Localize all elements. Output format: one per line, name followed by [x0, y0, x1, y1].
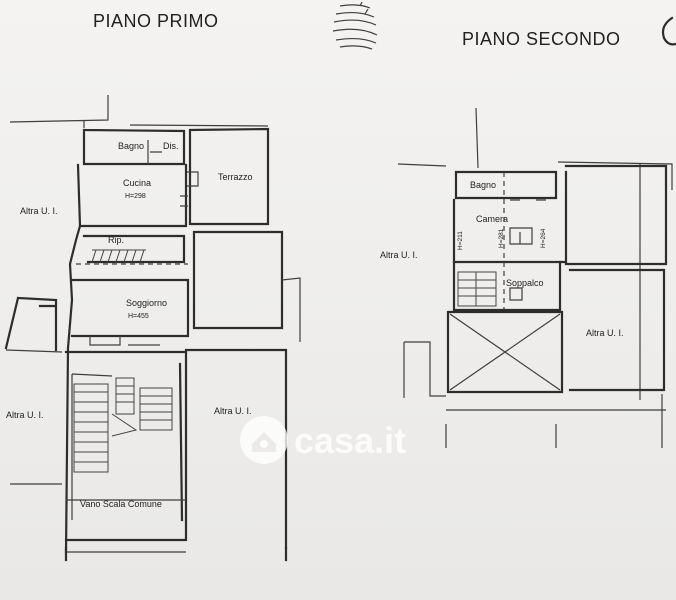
neighbor-label-second-left: Altra U. I. [380, 250, 418, 260]
room-label-cucina: Cucina [123, 178, 151, 188]
first-floor-title: PIANO PRIMO [93, 11, 219, 31]
room-label-bagno-first: Bagno [118, 141, 144, 151]
room-height-h281: H=281 [498, 228, 505, 248]
room-label-vano-scala: Vano Scala Comune [80, 499, 162, 509]
house-logo-icon [240, 416, 288, 464]
common-stair-flights [73, 377, 173, 473]
room-label-soggiorno: Soggiorno [126, 298, 167, 308]
room-label-bagno-second: Bagno [470, 180, 496, 190]
neighbor-label-first-left-top: Altra U. I. [20, 206, 58, 216]
room-label-soppalco: Soppalco [506, 278, 544, 288]
room-label-camera: Camera [476, 214, 508, 224]
room-height-cucina: H=298 [125, 193, 146, 200]
room-label-rip: Rip. [108, 235, 124, 245]
neighbor-label-second-right: Altra U. I. [586, 328, 624, 338]
second-floor-title: PIANO SECONDO [462, 29, 621, 49]
first-floor-plan [4, 95, 301, 562]
binder-scribble-mark [332, 1, 378, 50]
neighbor-label-first-right-bottom: Altra U. I. [214, 406, 252, 416]
second-floor-plan [397, 107, 673, 448]
room-label-terrazzo: Terrazzo [218, 172, 253, 182]
neighbor-label-first-left-bottom: Altra U. I. [6, 410, 44, 420]
room-height-soggiorno: H=455 [128, 313, 149, 320]
casa-it-watermark: casa.it [240, 416, 406, 464]
room-label-dis: Dis. [163, 141, 179, 151]
watermark-text: casa.it [294, 420, 406, 461]
room-height-h211: H=211 [457, 231, 464, 250]
cropped-mark [661, 16, 676, 46]
room-height-h264: H=264 [540, 228, 547, 248]
